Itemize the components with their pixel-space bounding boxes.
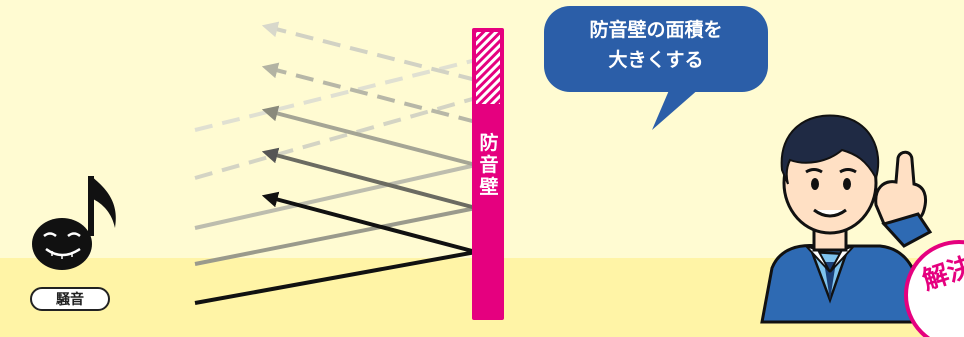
noise-character-icon — [32, 176, 116, 270]
reflected-ray — [261, 105, 477, 167]
incoming-ray — [194, 250, 477, 305]
speech-bubble — [544, 6, 768, 130]
man-thumbs-up-illustration — [760, 114, 933, 324]
reflected-ray — [261, 191, 477, 254]
incoming-ray — [194, 163, 477, 230]
noise-barrier-label: 防 音 壁 — [479, 132, 499, 198]
speech-bubble-text: 防音壁の面積を 大きくする — [589, 19, 723, 71]
incoming-ray — [194, 206, 477, 266]
barrier-extension-hatch — [476, 32, 500, 104]
faded-incoming-ray — [194, 58, 477, 132]
reflected-ray — [261, 62, 477, 124]
noise-label: 騒音 — [30, 287, 110, 311]
faded-incoming-ray — [194, 96, 477, 180]
reflected-ray — [261, 21, 477, 82]
reflected-ray — [261, 147, 477, 210]
